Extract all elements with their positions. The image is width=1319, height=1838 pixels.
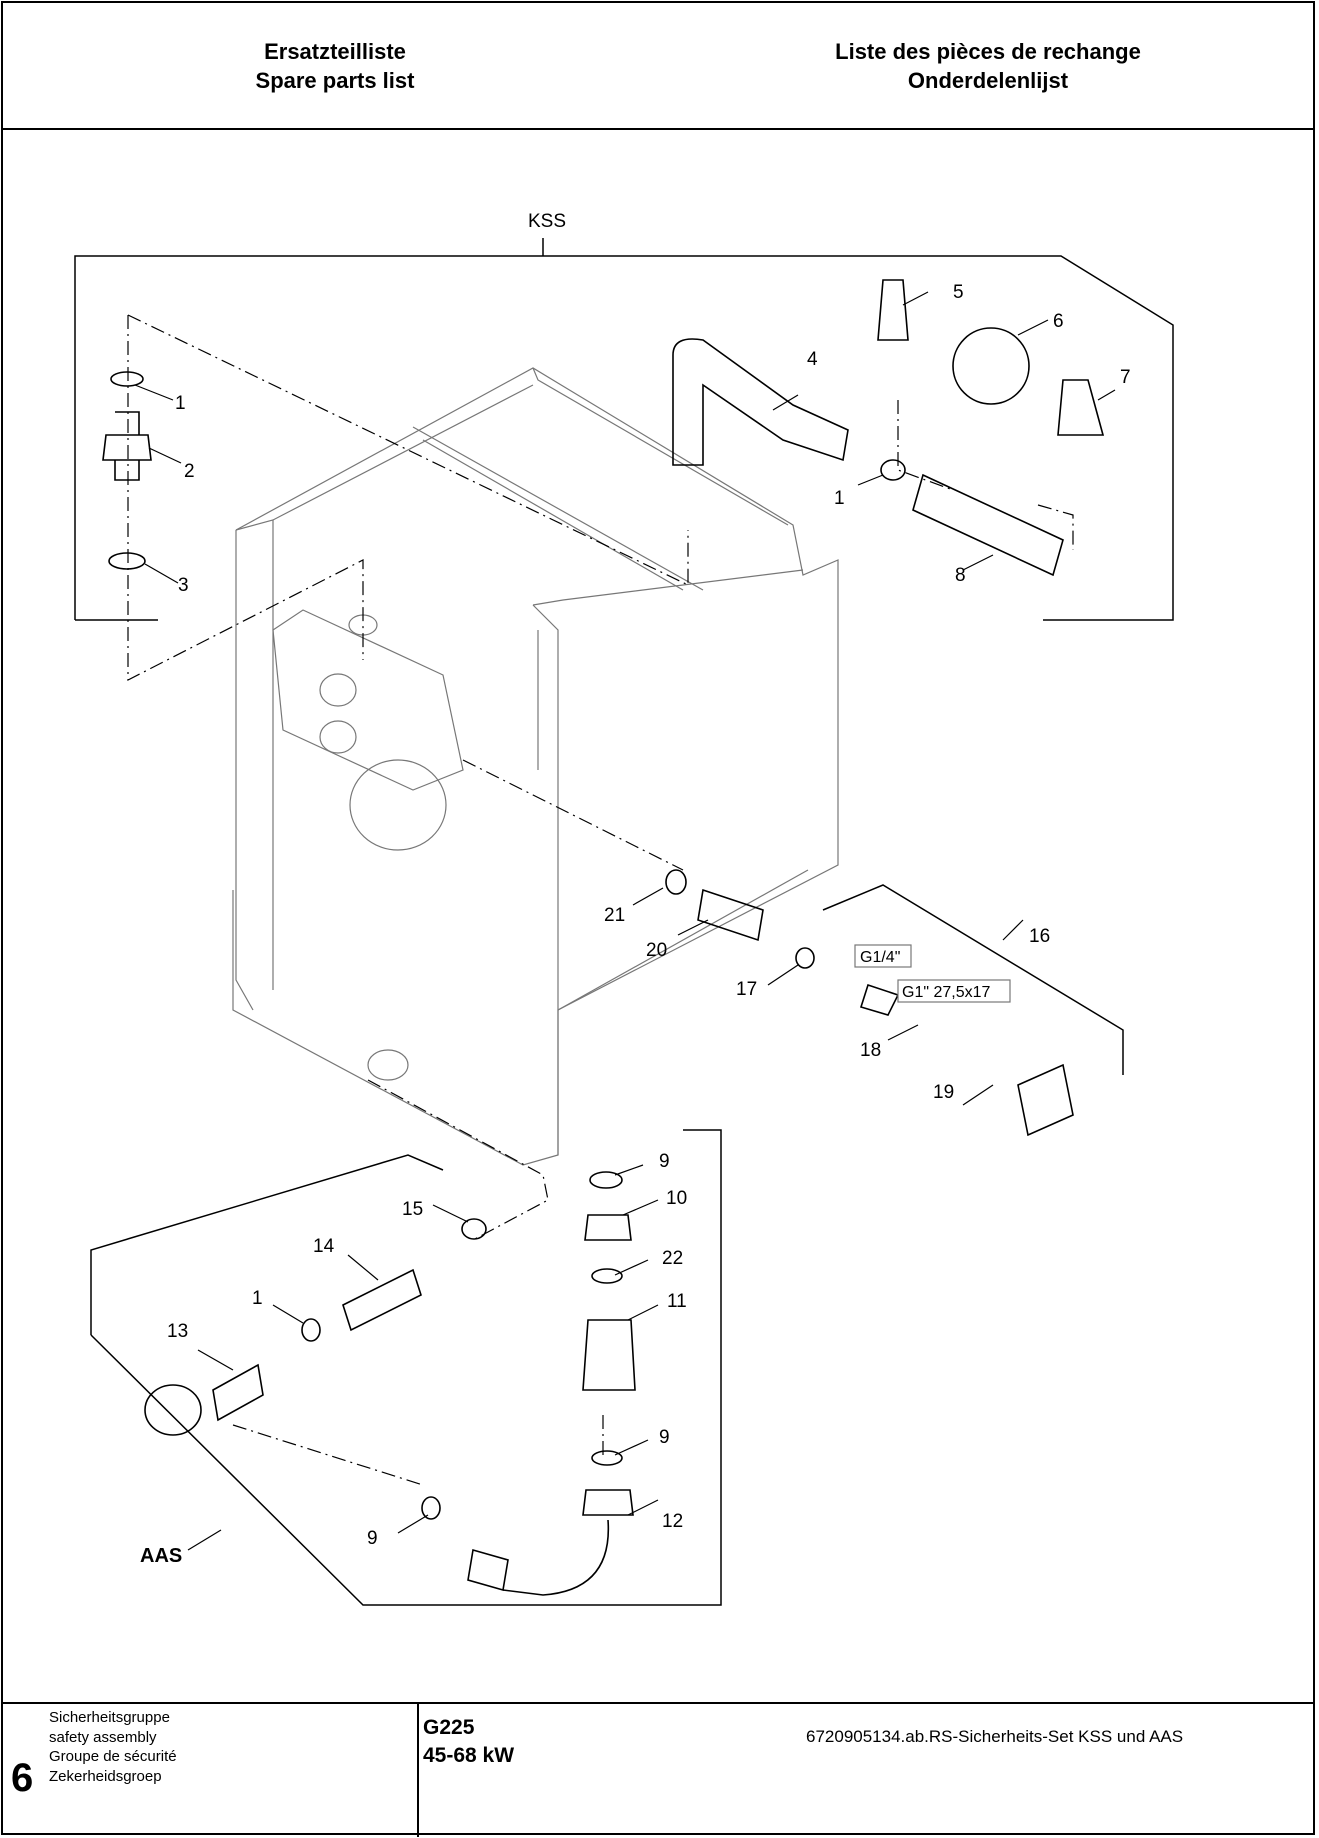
exploded-view-svg: KSS 1 2 3 4 5 6 7 1 8 21 20 17 16 18 19 … (74, 211, 1174, 1606)
boiler-body (232, 367, 839, 1166)
callout: 1 (175, 393, 186, 414)
callout: 13 (167, 1321, 188, 1342)
page-footer: 6 Sicherheitsgruppe safety assembly Grou… (3, 1702, 1313, 1837)
nut-g1 (859, 983, 900, 1016)
pipe-bend-4 (672, 338, 849, 466)
model-name: G225 (423, 1716, 475, 1739)
sleeve-20 (697, 888, 764, 942)
relief-valve-7 (1057, 379, 1105, 436)
flex-hose-12 (502, 1519, 610, 1596)
assembly-name-nl: Zekerheidsgroep (49, 1767, 162, 1785)
group-brackets (74, 238, 1174, 1606)
callout-labels: KSS 1 2 3 4 5 6 7 1 8 21 20 17 16 18 19 … (140, 211, 1131, 1567)
header-title-fr: Liste des pièces de rechange (835, 39, 1141, 64)
callout: 14 (313, 1236, 335, 1257)
thread-label-g14: G1/4" (860, 949, 900, 966)
header-right: Liste des pièces de rechange Onderdelenl… (763, 37, 1213, 95)
seal-1 (110, 371, 144, 387)
seal-17 (795, 947, 815, 969)
seal-21 (665, 869, 687, 895)
thread-label-g1: G1" 27,5x17 (902, 984, 991, 1001)
callout: 9 (367, 1528, 378, 1549)
fitting-2 (102, 434, 152, 461)
aas-bracket-top (90, 1154, 444, 1335)
leader-lines (134, 291, 1116, 1551)
oring-3 (108, 552, 146, 570)
seal-9b (591, 1450, 623, 1466)
group-16-bracket (822, 884, 1124, 1075)
model-output: 45-68 kW (423, 1744, 515, 1767)
nut-10 (584, 1214, 632, 1241)
callout: 22 (662, 1248, 683, 1269)
seal-9c (421, 1496, 441, 1520)
nut-12 (582, 1489, 634, 1516)
seal-1c (301, 1318, 321, 1342)
group-kss-label: KSS (528, 211, 566, 232)
callout: 15 (402, 1199, 423, 1220)
callout: 16 (1029, 926, 1050, 947)
assembly-name-en: safety assembly (49, 1728, 157, 1746)
page-header: Ersatzteilliste Spare parts list Liste d… (3, 3, 1313, 130)
oring-15 (461, 1218, 487, 1240)
callout: 9 (659, 1151, 670, 1172)
callout: 1 (252, 1288, 263, 1309)
callout: 7 (1120, 367, 1131, 388)
valve-11 (582, 1319, 636, 1391)
manifold-8 (912, 473, 1064, 577)
header-left: Ersatzteilliste Spare parts list (215, 37, 455, 95)
callout: 4 (807, 349, 818, 370)
model-cell: G225 45-68 kW (423, 1714, 514, 1770)
assembly-name-de: Sicherheitsgruppe (49, 1709, 170, 1726)
adapter-14 (342, 1268, 422, 1332)
callout: 9 (659, 1427, 670, 1448)
callout: 20 (646, 940, 667, 961)
assembly-name-fr: Groupe de sécurité (49, 1748, 177, 1765)
callout: 6 (1053, 311, 1064, 332)
seal-22 (591, 1268, 623, 1284)
thread-size-boxes: G1/4" G1" 27,5x17 (854, 944, 1011, 1003)
callout: 18 (860, 1040, 881, 1061)
callout: 11 (667, 1291, 687, 1312)
fill-drain-13 (212, 1363, 264, 1422)
group-aas-label: AAS (140, 1545, 182, 1567)
header-title-en: Spare parts list (255, 68, 415, 93)
callout: 17 (736, 979, 757, 1000)
assembly-lines (127, 314, 1074, 1486)
callout: 5 (953, 282, 964, 303)
sensor-19 (1017, 1063, 1074, 1137)
callout: 21 (604, 905, 625, 926)
exploded-drawing: KSS 1 2 3 4 5 6 7 1 8 21 20 17 16 18 19 … (3, 130, 1317, 1746)
header-title-de: Ersatzteilliste (264, 39, 406, 64)
seal-9a (589, 1171, 623, 1189)
aas-bracket (90, 1129, 722, 1606)
part-shapes (102, 279, 1105, 1596)
footer-title-cell: 6 Sicherheitsgruppe safety assembly Grou… (3, 1704, 419, 1837)
callout: 19 (933, 1082, 954, 1103)
pressure-gauge-6 (952, 327, 1030, 405)
callout: 8 (955, 565, 966, 586)
callout: 3 (178, 575, 189, 596)
callout: 1 (834, 488, 845, 509)
page-number: 6 (11, 1756, 34, 1800)
kss-bracket (74, 255, 1174, 621)
air-vent-5 (877, 279, 909, 341)
header-title-nl: Onderdelenlijst (907, 68, 1069, 93)
callout: 2 (184, 461, 195, 482)
drawing-caption: 6720905134.ab.RS-Sicherheits-Set KSS und… (806, 1727, 1184, 1746)
callout: 12 (662, 1511, 683, 1532)
callout: 10 (666, 1188, 687, 1209)
assembly-names: Sicherheitsgruppe safety assembly Groupe… (49, 1708, 177, 1786)
seal-1b (880, 459, 906, 481)
